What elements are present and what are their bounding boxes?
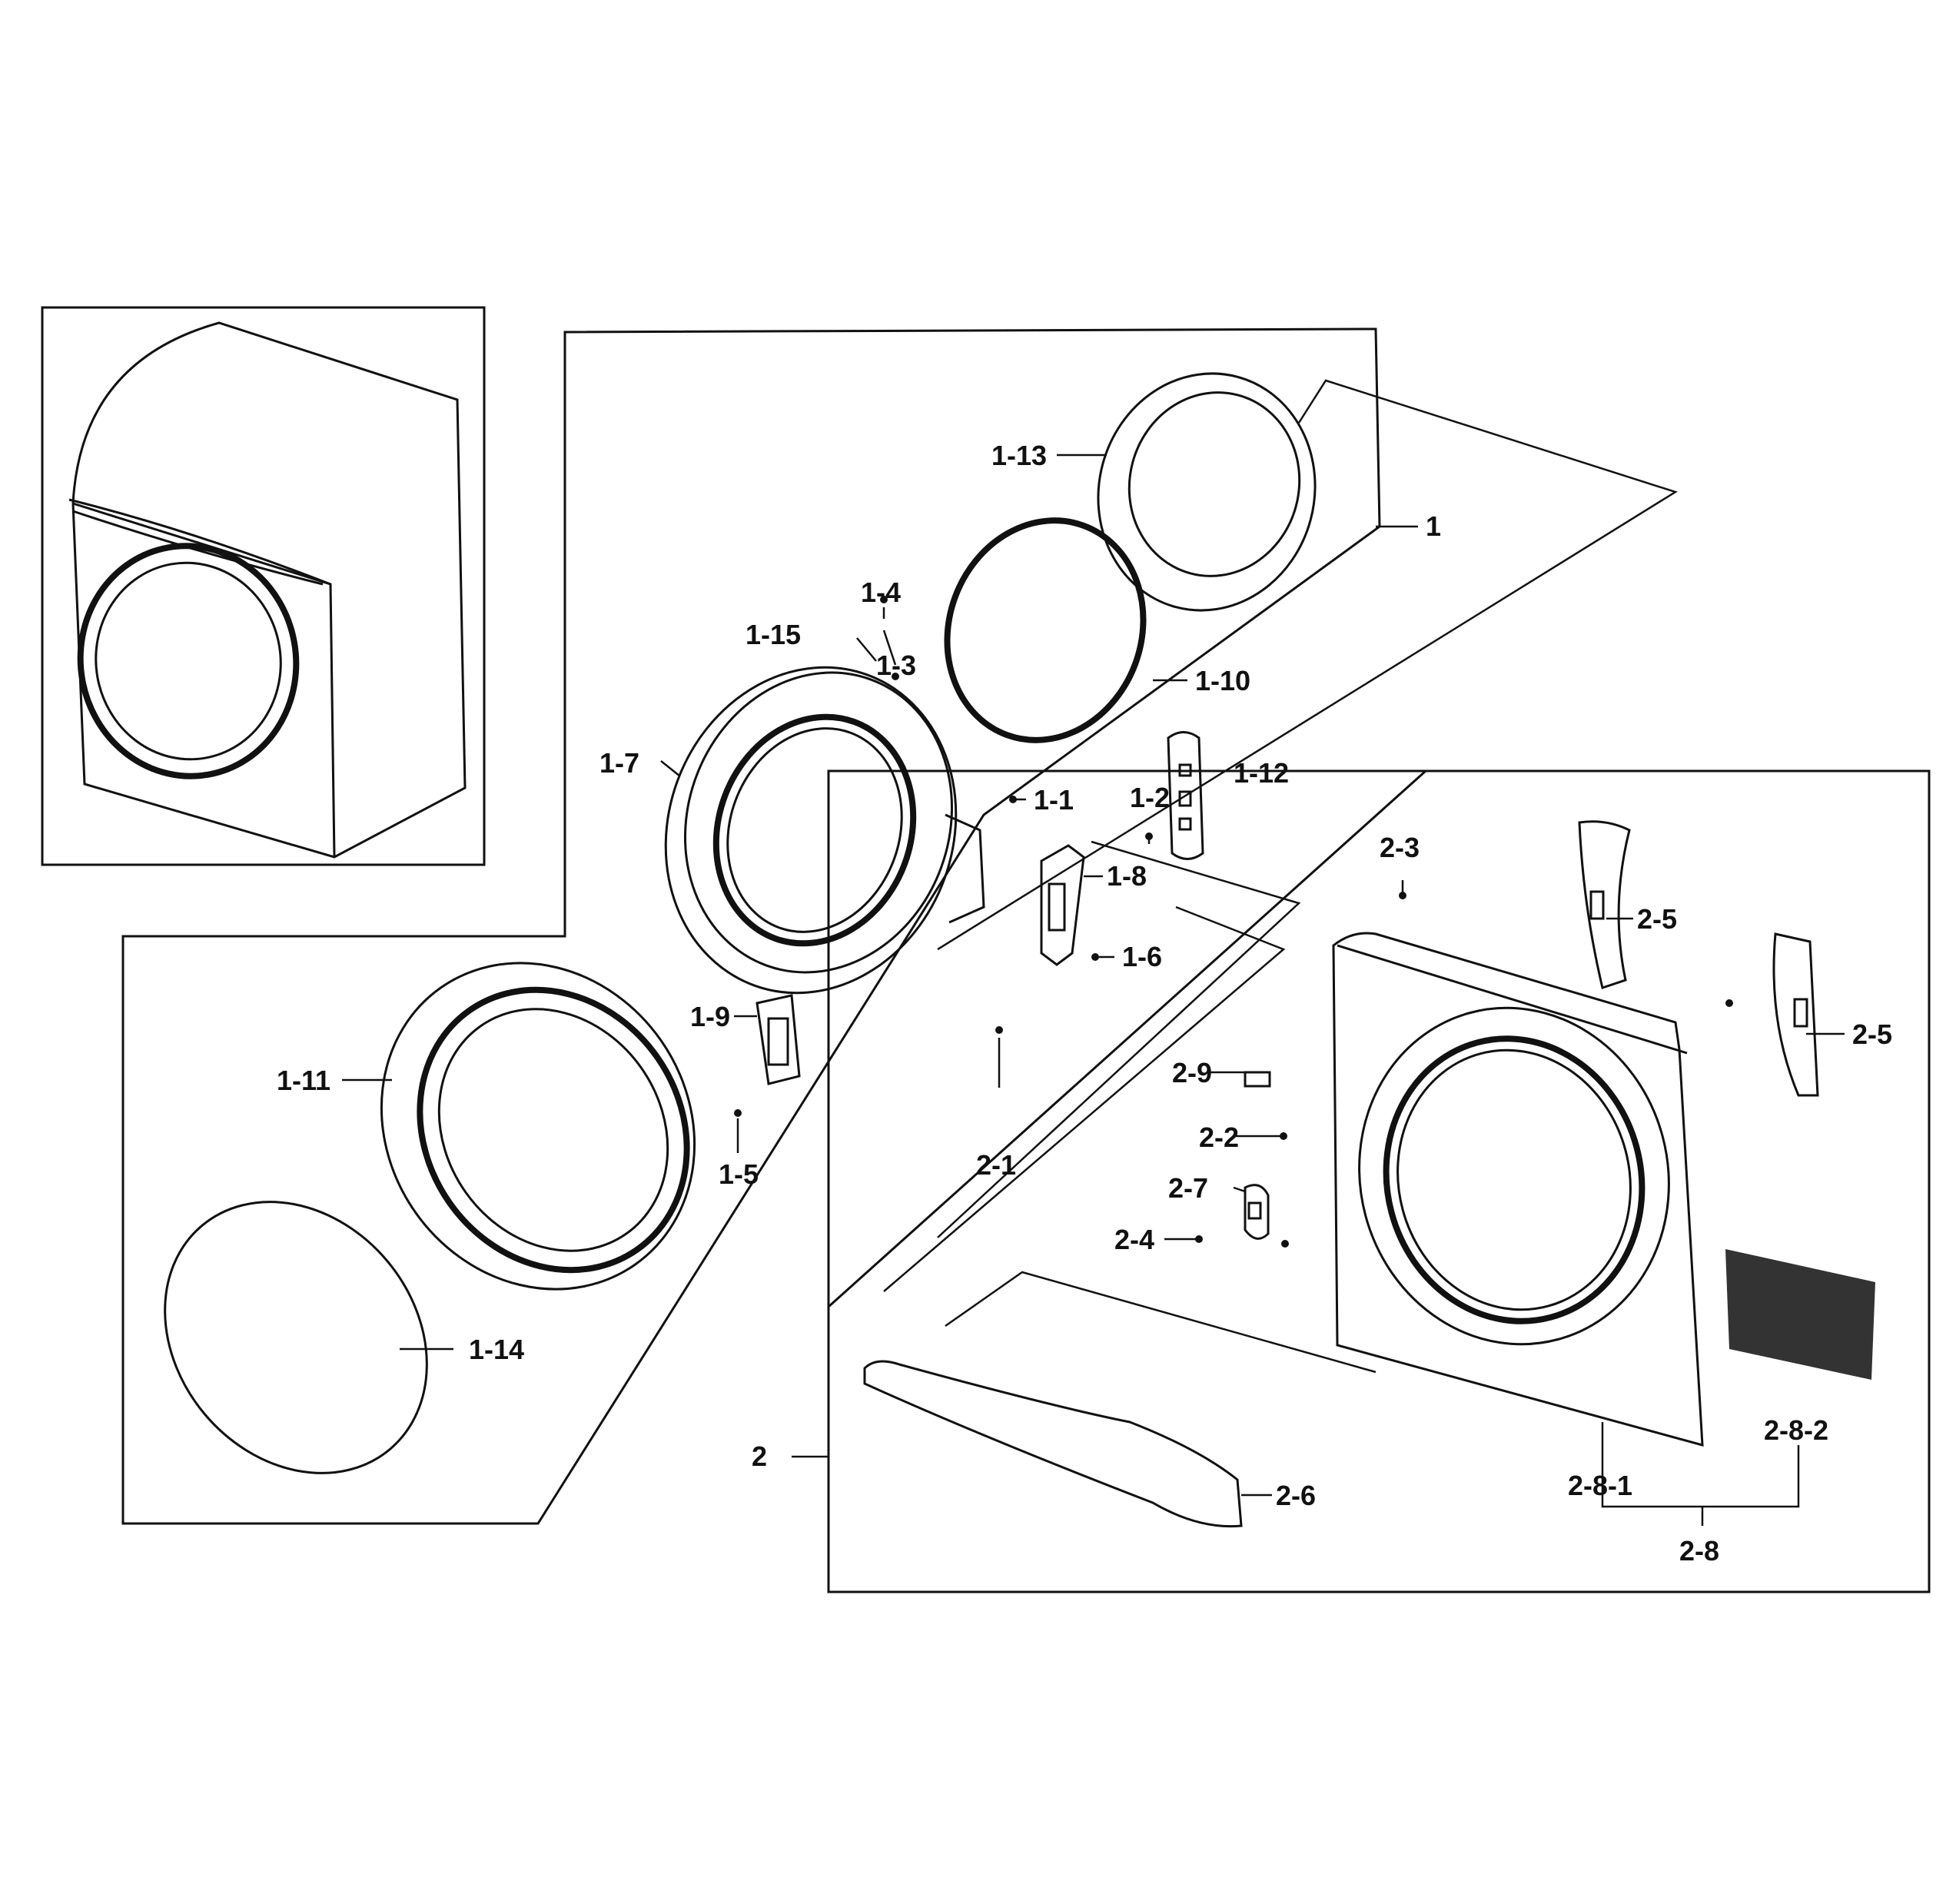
- label-1-3: 1-3: [876, 650, 916, 681]
- label-2-8-2: 2-8-2: [1764, 1414, 1828, 1446]
- part-1-7-door-frame: [664, 666, 985, 995]
- label-2-2: 2-2: [1199, 1121, 1239, 1153]
- label-1-4: 1-4: [861, 577, 901, 608]
- part-2-5-bracket-b: [1772, 932, 1819, 1097]
- label-2-5b: 2-5: [1852, 1018, 1892, 1050]
- part-2-9-clip: [1244, 1071, 1271, 1088]
- overview-inset: [41, 306, 486, 866]
- label-2-8: 2-8: [1679, 1535, 1719, 1567]
- label-2-7: 2-7: [1168, 1172, 1208, 1204]
- label-2-8-1: 2-8-1: [1568, 1470, 1632, 1501]
- label-1-14: 1-14: [469, 1334, 524, 1365]
- label-2-3: 2-3: [1380, 832, 1420, 863]
- label-1-15: 1-15: [746, 619, 801, 650]
- part-2-5-bracket-a: [1578, 820, 1631, 989]
- label-1-2: 1-2: [1130, 782, 1170, 813]
- part-1-13-outer-glass: [1097, 372, 1317, 612]
- leader-lines: [342, 454, 1845, 1526]
- label-1-13: 1-13: [991, 440, 1047, 471]
- label-1: 1: [1426, 510, 1441, 542]
- label-2-9: 2-9: [1172, 1057, 1212, 1088]
- label-2: 2: [752, 1440, 767, 1472]
- label-2-4: 2-4: [1114, 1224, 1154, 1255]
- part-1-9-hinge: [756, 994, 801, 1085]
- part-2-8-1-front-panel: [1332, 932, 1704, 1447]
- label-1-12: 1-12: [1234, 757, 1289, 789]
- label-1-5: 1-5: [719, 1158, 759, 1190]
- part-1-8-hinge: [1040, 844, 1085, 966]
- group-2-frame: [827, 769, 1931, 1593]
- part-1-10-gasket: [944, 517, 1147, 743]
- part-2-6-lower-trim: [863, 1360, 1243, 1528]
- label-1-1: 1-1: [1034, 784, 1074, 816]
- group-1-frame: [121, 327, 1678, 1525]
- label-1-6: 1-6: [1122, 941, 1162, 972]
- part-labels: 1 1-1 1-2 1-3 1-4 1-5 1-6 1-7 1-8 1-9 1-…: [277, 440, 1892, 1567]
- label-2-1: 2-1: [976, 1149, 1016, 1181]
- part-2-8-2-filter: [1725, 1249, 1875, 1380]
- part-1-11-inner-glass: [380, 962, 696, 1291]
- part-1-14-cover: [164, 1201, 428, 1474]
- label-1-11: 1-11: [277, 1065, 330, 1096]
- part-2-7-switch: [1244, 1184, 1270, 1240]
- part-1-12-plate: [1167, 731, 1204, 860]
- label-1-8: 1-8: [1107, 860, 1147, 892]
- label-1-7: 1-7: [599, 747, 639, 779]
- label-1-10: 1-10: [1195, 665, 1250, 696]
- label-1-9: 1-9: [690, 1001, 730, 1032]
- label-2-5a: 2-5: [1637, 903, 1677, 935]
- label-2-6: 2-6: [1276, 1480, 1316, 1511]
